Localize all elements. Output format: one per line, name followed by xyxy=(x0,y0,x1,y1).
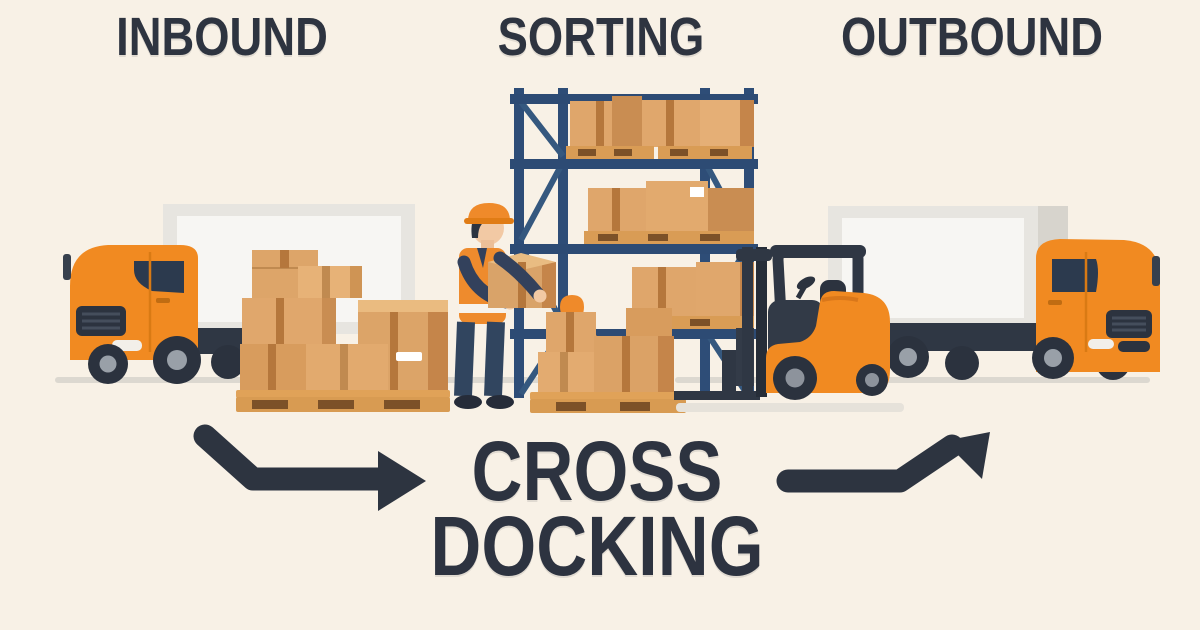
pallet-boxes-icon xyxy=(236,250,450,412)
forklift-icon xyxy=(674,245,904,412)
outbound-flow-arrow xyxy=(776,432,990,493)
floor-pallet-icon xyxy=(530,308,686,413)
outbound-headlight xyxy=(1088,339,1114,349)
stage-label-inbound: INBOUND xyxy=(116,7,328,67)
outbound-truck-icon xyxy=(828,206,1160,380)
page-title-line2: DOCKING xyxy=(430,499,764,593)
forklift-steering-wheel xyxy=(796,276,816,290)
forklift-forks xyxy=(674,391,760,400)
rack-shelf-middle xyxy=(584,181,754,244)
wooden-pallet xyxy=(236,390,450,412)
page-title: CROSS DOCKING xyxy=(430,424,764,593)
inbound-flow-arrow xyxy=(193,424,426,511)
outbound-cab-window xyxy=(1052,259,1098,292)
hard-hat-icon xyxy=(468,203,510,221)
inbound-cab-window xyxy=(134,261,184,293)
stage-label-sorting: SORTING xyxy=(497,7,705,67)
outbound-mirror xyxy=(1152,256,1160,286)
rack-shelf-top xyxy=(566,96,754,159)
page-title-line1: CROSS xyxy=(471,424,723,518)
inbound-mirror xyxy=(63,254,71,280)
stage-label-outbound: OUTBOUND xyxy=(840,7,1104,67)
forklift-mast xyxy=(736,247,772,397)
warehouse-worker-icon xyxy=(454,203,556,409)
wooden-pallet xyxy=(530,392,686,413)
